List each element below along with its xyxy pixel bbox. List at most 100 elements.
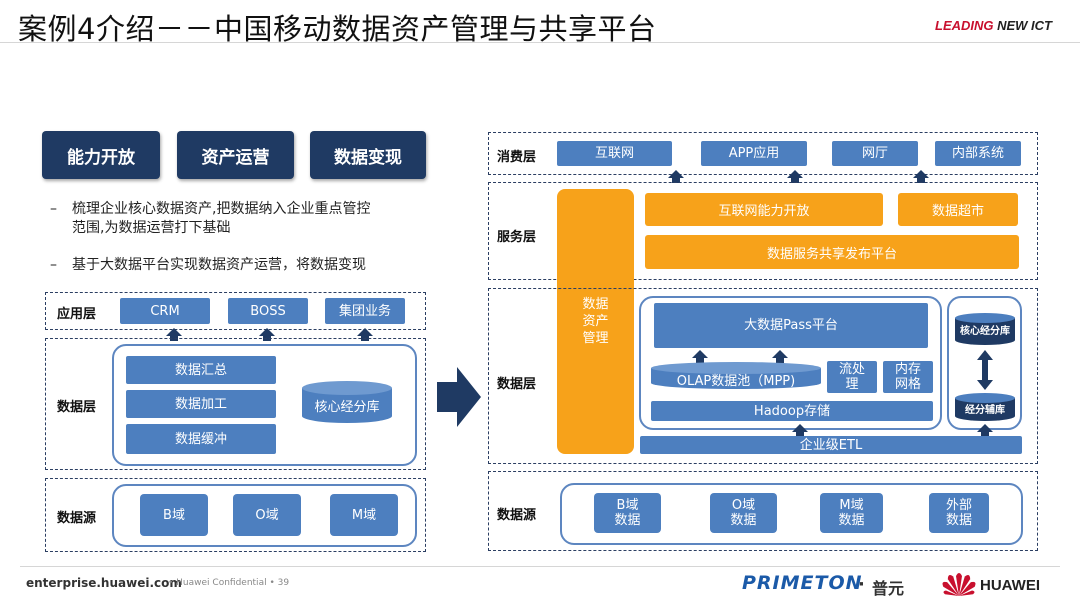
bullet-1-dash: – bbox=[50, 201, 57, 217]
right-olap-db-icon bbox=[651, 362, 821, 389]
primeton-logo: PRIMETON bbox=[742, 572, 863, 594]
right-source-m-line1: M域 bbox=[839, 498, 864, 513]
right-source-container bbox=[560, 483, 1023, 545]
left-data-container bbox=[112, 344, 417, 466]
right-source-layer bbox=[488, 471, 1038, 551]
right-arrow-icon bbox=[437, 367, 481, 427]
up-arrow-stem bbox=[672, 178, 680, 183]
puyuan-logo: 普元 bbox=[872, 579, 905, 598]
right-source-b: B域 数据 bbox=[594, 493, 661, 533]
up-arrow-icon bbox=[357, 328, 373, 336]
brand-slogan-dark: NEW ICT bbox=[993, 18, 1052, 33]
left-source-container bbox=[112, 484, 417, 547]
right-service-data-market: 数据超市 bbox=[898, 193, 1018, 226]
up-arrow-icon bbox=[259, 328, 275, 336]
right-olap-label: OLAP数据池（MPP) bbox=[676, 374, 796, 389]
right-data-pass: 大数据Pass平台 bbox=[654, 303, 928, 348]
page-title: 案例4介绍－－中国移动数据资产管理与共享平台 bbox=[18, 12, 657, 46]
left-source-o: O域 bbox=[233, 494, 301, 536]
up-arrow-stem bbox=[696, 358, 704, 363]
asset-mgmt-line2: 资产 bbox=[582, 314, 609, 329]
memgrid-line1: 内存 bbox=[894, 362, 921, 377]
right-source-m-line2: 数据 bbox=[838, 513, 865, 528]
pill-asset-operation: 资产运营 bbox=[177, 131, 294, 179]
asset-mgmt-line3: 管理 bbox=[582, 331, 609, 346]
right-consume-internal: 内部系统 bbox=[935, 141, 1021, 166]
left-data-buffer: 数据缓冲 bbox=[126, 424, 276, 454]
brand-slogan: LEADING NEW ICT bbox=[935, 18, 1052, 33]
double-arrow-icon bbox=[977, 350, 993, 390]
left-core-db-label: 核心经分库 bbox=[314, 400, 380, 415]
right-source-o-line2: 数据 bbox=[730, 513, 757, 528]
footer-confidential: • Huawei Confidential • 39 bbox=[168, 578, 290, 588]
right-asset-management: 数据 资产 管理 bbox=[557, 189, 634, 454]
bullet-1: – 梳理企业核心数据资产,把数据纳入企业重点管控 范围,为数据运营打下基础 bbox=[50, 200, 430, 238]
footer-url: enterprise.huawei.com bbox=[26, 576, 182, 590]
up-arrow-icon bbox=[668, 170, 684, 178]
left-app-group-business: 集团业务 bbox=[325, 298, 405, 324]
right-memory-grid: 内存 网格 bbox=[883, 361, 933, 393]
right-source-ext-line1: 外部 bbox=[945, 498, 972, 513]
right-consume-web-hall: 网厅 bbox=[832, 141, 918, 166]
right-core-db-label: 核心经分库 bbox=[960, 326, 1010, 337]
right-stream-processing: 流处 理 bbox=[827, 361, 877, 393]
right-data-layer-label: 数据层 bbox=[497, 377, 537, 392]
left-app-layer-label: 应用层 bbox=[57, 307, 97, 322]
right-consume-app: APP应用 bbox=[701, 141, 807, 166]
right-source-o-line1: O域 bbox=[731, 498, 756, 513]
up-arrow-stem bbox=[791, 178, 799, 183]
right-source-layer-label: 数据源 bbox=[497, 508, 537, 523]
logo-separator: · bbox=[858, 574, 865, 595]
up-arrow-icon bbox=[913, 170, 929, 178]
left-app-layer bbox=[45, 292, 426, 330]
right-service-platform: 数据服务共享发布平台 bbox=[645, 235, 1019, 269]
right-consume-layer bbox=[488, 132, 1038, 175]
right-consume-internet: 互联网 bbox=[557, 141, 672, 166]
right-source-o: O域 数据 bbox=[710, 493, 777, 533]
left-source-m: M域 bbox=[330, 494, 398, 536]
right-service-internet-open: 互联网能力开放 bbox=[645, 193, 883, 226]
right-service-layer-label: 服务层 bbox=[497, 230, 537, 245]
left-data-aggregate: 数据汇总 bbox=[126, 356, 276, 384]
left-source-layer-label: 数据源 bbox=[57, 511, 97, 526]
memgrid-line2: 网格 bbox=[894, 377, 921, 392]
bullet-1-line1: 梳理企业核心数据资产,把数据纳入企业重点管控 bbox=[72, 201, 371, 217]
right-enterprise-etl: 企业级ETL bbox=[640, 436, 1022, 454]
right-core-db-icon bbox=[955, 313, 1015, 345]
right-source-ext-line2: 数据 bbox=[945, 513, 972, 528]
bullet-2-line1: 基于大数据平台实现数据资产运营，将数据变现 bbox=[72, 257, 366, 273]
bullet-2-dash: – bbox=[50, 257, 57, 273]
pill-data-monetization: 数据变现 bbox=[310, 131, 426, 179]
right-service-layer bbox=[488, 182, 1038, 280]
pill-capability-open: 能力开放 bbox=[42, 131, 160, 179]
footer-divider bbox=[20, 566, 1060, 567]
right-aux-db-label: 经分辅库 bbox=[965, 405, 1005, 416]
right-data-platform-container bbox=[639, 296, 942, 430]
up-arrow-icon bbox=[772, 350, 788, 358]
stream-line2: 理 bbox=[845, 377, 859, 392]
right-source-b-line1: B域 bbox=[616, 498, 639, 513]
header-divider bbox=[0, 42, 1080, 43]
left-source-b: B域 bbox=[140, 494, 208, 536]
right-source-m: M域 数据 bbox=[820, 493, 883, 533]
brand-slogan-red: LEADING bbox=[935, 18, 994, 33]
right-data-layer bbox=[488, 288, 1038, 464]
huawei-flower-icon bbox=[942, 573, 976, 596]
left-source-layer bbox=[45, 478, 426, 552]
asset-mgmt-line1: 数据 bbox=[582, 297, 609, 312]
up-arrow-stem bbox=[981, 432, 989, 437]
up-arrow-stem bbox=[796, 432, 804, 437]
left-data-layer-label: 数据层 bbox=[57, 400, 97, 415]
right-aux-db-icon bbox=[955, 393, 1015, 421]
up-arrow-stem bbox=[917, 178, 925, 183]
up-arrow-icon bbox=[166, 328, 182, 336]
bullet-1-line2: 范围,为数据运营打下基础 bbox=[72, 220, 231, 236]
left-data-process: 数据加工 bbox=[126, 390, 276, 418]
right-source-external: 外部 数据 bbox=[929, 493, 989, 533]
huawei-logo-text: HUAWEI bbox=[980, 577, 1040, 594]
right-consume-layer-label: 消费层 bbox=[497, 150, 537, 165]
up-arrow-icon bbox=[692, 350, 708, 358]
left-core-db-icon bbox=[302, 381, 392, 423]
left-app-crm: CRM bbox=[120, 298, 210, 324]
left-data-layer bbox=[45, 338, 426, 470]
